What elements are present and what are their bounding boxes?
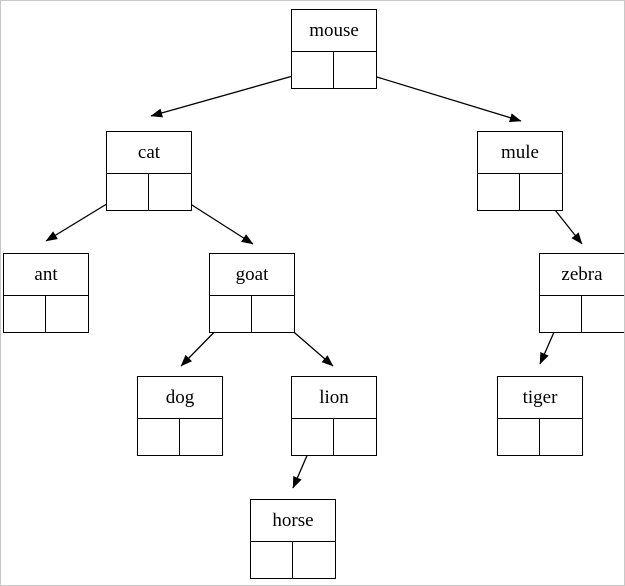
node-label-goat: goat — [210, 254, 294, 296]
node-label-zebra: zebra — [540, 254, 624, 296]
left-pointer-cell-horse — [251, 542, 293, 578]
node-pointers-goat — [210, 296, 294, 332]
left-pointer-cell-dog — [138, 419, 180, 455]
tree-node-mule[interactable]: mule — [477, 131, 563, 211]
node-label-mouse: mouse — [292, 10, 376, 52]
node-pointers-zebra — [540, 296, 624, 332]
right-pointer-cell-goat — [252, 296, 294, 332]
node-pointers-tiger — [498, 419, 582, 455]
right-pointer-cell-mouse — [334, 52, 376, 88]
right-pointer-cell-horse — [293, 542, 335, 578]
tree-node-dog[interactable]: dog — [137, 376, 223, 456]
tree-node-lion[interactable]: lion — [291, 376, 377, 456]
edge-mouse-right-to-mule — [353, 69, 522, 123]
left-pointer-cell-ant — [4, 296, 46, 332]
left-pointer-cell-mouse — [292, 52, 334, 88]
right-pointer-cell-zebra — [582, 296, 624, 332]
right-pointer-cell-mule — [520, 174, 562, 210]
node-pointers-horse — [251, 542, 335, 578]
tree-node-ant[interactable]: ant — [3, 253, 89, 333]
node-pointers-dog — [138, 419, 222, 455]
tree-node-horse[interactable]: horse — [250, 499, 336, 579]
tree-node-tiger[interactable]: tiger — [497, 376, 583, 456]
right-pointer-cell-ant — [46, 296, 88, 332]
left-pointer-cell-mule — [478, 174, 520, 210]
left-pointer-cell-tiger — [498, 419, 540, 455]
node-pointers-ant — [4, 296, 88, 332]
node-pointers-cat — [107, 174, 191, 210]
tree-node-goat[interactable]: goat — [209, 253, 295, 333]
node-label-dog: dog — [138, 377, 222, 419]
node-pointers-lion — [292, 419, 376, 455]
right-pointer-cell-lion — [334, 419, 376, 455]
right-pointer-cell-dog — [180, 419, 222, 455]
edge-mouse-left-to-cat — [150, 69, 315, 118]
tree-node-cat[interactable]: cat — [106, 131, 192, 211]
node-label-mule: mule — [478, 132, 562, 174]
left-pointer-cell-lion — [292, 419, 334, 455]
node-label-ant: ant — [4, 254, 88, 296]
left-pointer-cell-goat — [210, 296, 252, 332]
right-pointer-cell-cat — [149, 174, 191, 210]
left-pointer-cell-cat — [107, 174, 149, 210]
node-label-horse: horse — [251, 500, 335, 542]
tree-node-zebra[interactable]: zebra — [539, 253, 624, 333]
node-label-tiger: tiger — [498, 377, 582, 419]
node-label-cat: cat — [107, 132, 191, 174]
tree-node-mouse[interactable]: mouse — [291, 9, 377, 89]
node-label-lion: lion — [292, 377, 376, 419]
left-pointer-cell-zebra — [540, 296, 582, 332]
node-pointers-mouse — [292, 52, 376, 88]
right-pointer-cell-tiger — [540, 419, 582, 455]
node-pointers-mule — [478, 174, 562, 210]
